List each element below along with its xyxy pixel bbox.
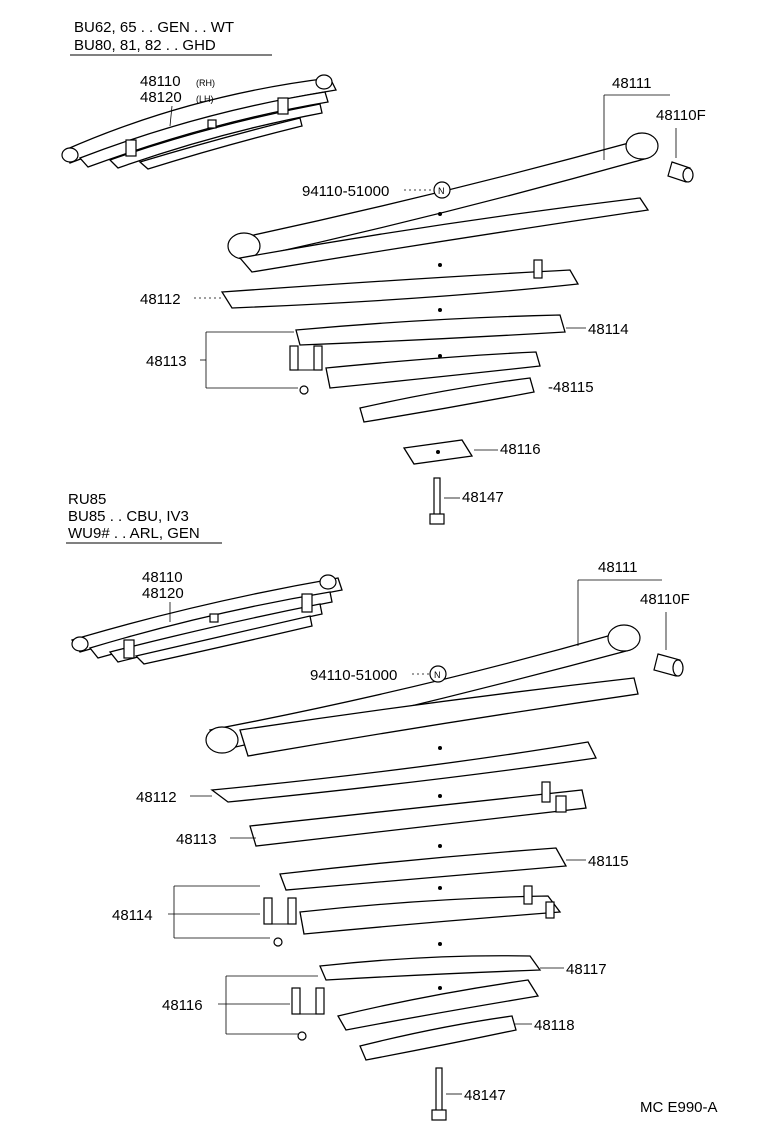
bottom-label-48111: 48111 — [598, 559, 638, 576]
bottom-leaf-48113 — [249, 789, 587, 847]
top-label-48147: 48147 — [462, 489, 504, 506]
top-label-48113: 48113 — [146, 353, 187, 370]
bottom-header-line-1: RU85 — [68, 491, 106, 508]
bottom-leaf-48118 — [359, 1015, 517, 1061]
top-leaf-2 — [238, 197, 650, 273]
top-clip-48113 — [289, 345, 323, 395]
bottom-label-48116: 48116 — [162, 997, 203, 1014]
top-assembly-suffix-rh: (RH) — [196, 78, 215, 88]
top-leaf-48112 — [220, 269, 580, 309]
diagram-code: MC E990-A — [640, 1099, 718, 1116]
top-header-line-2: BU80, 81, 82 . . GHD — [74, 37, 216, 54]
bottom-assembly-thumbnail — [70, 574, 343, 665]
bottom-leaf-48117 — [319, 955, 542, 981]
bottom-leaf-48112 — [210, 741, 597, 803]
bottom-label-48118: 48118 — [534, 1017, 575, 1034]
top-assembly-suffix-lh: (LH) — [196, 94, 214, 104]
bottom-label-48115: 48115 — [588, 853, 629, 870]
bottom-bolt-48147 — [431, 1067, 447, 1121]
bottom-assembly-label-48110: 48110 — [142, 569, 183, 586]
top-leaf-48115 — [359, 377, 535, 423]
bottom-label-48113: 48113 — [176, 831, 217, 848]
bottom-clip-48114 — [263, 897, 297, 947]
bottom-leaf-2 — [239, 677, 639, 757]
top-assembly-thumbnail — [61, 74, 337, 170]
top-leaf-48114 — [295, 314, 566, 346]
bottom-n-symbol-circle — [429, 665, 447, 683]
top-label-48116: 48116 — [500, 441, 541, 458]
top-assembly-label-48110: 48110 — [140, 73, 181, 90]
bottom-label-48147: 48147 — [464, 1087, 506, 1104]
bottom-assembly-label-48120: 48120 — [142, 585, 184, 602]
top-assembly-label-48120: 48120 — [140, 89, 182, 106]
top-label-48115: -48115 — [548, 379, 594, 396]
top-bushing-48110F — [667, 161, 694, 183]
bottom-bushing-48110F — [653, 653, 684, 677]
top-label-48110F: 48110F — [656, 107, 706, 124]
top-label-48114: 48114 — [588, 321, 629, 338]
top-bolt-48147 — [429, 477, 445, 525]
bottom-header-line-3: WU9# . . ARL, GEN — [68, 525, 200, 542]
bottom-label-48112: 48112 — [136, 789, 177, 806]
bottom-leaf-48115 — [279, 847, 568, 891]
bottom-header-line-2: BU85 . . CBU, IV3 — [68, 508, 189, 525]
bottom-leaf-5 — [299, 895, 562, 935]
bottom-section: RU85 BU85 . . CBU, IV3 WU9# . . ARL, GEN… — [66, 491, 718, 1121]
top-header-line-1: BU62, 65 . . GEN . . WT — [74, 19, 234, 36]
bottom-n-symbol: N — [434, 670, 441, 680]
top-main-leaf-48111 — [227, 132, 659, 260]
top-n-symbol: N — [438, 186, 445, 196]
top-leaf-4 — [325, 351, 541, 389]
top-n-symbol-circle — [433, 181, 451, 199]
bottom-leaf-7 — [337, 979, 540, 1031]
bottom-clip-48116 — [291, 987, 325, 1041]
bottom-label-48114: 48114 — [112, 907, 153, 924]
top-label-94110-51000: 94110-51000 — [302, 183, 389, 200]
bottom-label-94110-51000: 94110-51000 — [310, 667, 397, 684]
top-label-48112: 48112 — [140, 291, 181, 308]
bottom-label-48117: 48117 — [566, 961, 607, 978]
top-section: BU62, 65 . . GEN . . WT BU80, 81, 82 . .… — [61, 19, 706, 525]
top-label-48111: 48111 — [612, 75, 652, 92]
bottom-label-48110F: 48110F — [640, 591, 690, 608]
